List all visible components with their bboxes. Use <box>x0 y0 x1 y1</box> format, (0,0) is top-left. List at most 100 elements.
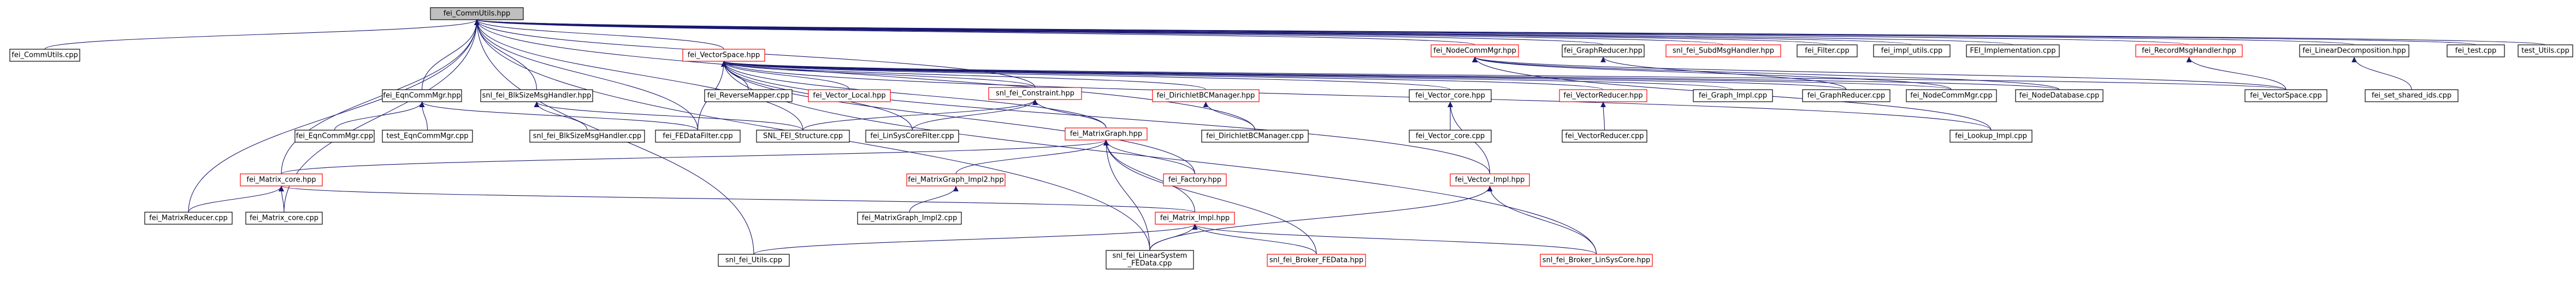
node-matrix_core_cpp[interactable]: fei_Matrix_core.cpp <box>245 212 323 225</box>
node-graphreducer_hpp[interactable]: fei_GraphReducer.hpp <box>1562 44 1645 57</box>
node-snl_submsghandler[interactable]: snl_fei_SubdMsgHandler.hpp <box>1665 44 1781 57</box>
edge-factory_hpp-to-vectorspace_hpp <box>721 61 1196 174</box>
node-eqncommmgr_cpp[interactable]: fei_EqnCommMgr.cpp <box>294 130 375 143</box>
node-label: fei_NodeCommMgr.hpp <box>1433 47 1516 55</box>
node-dirichletbc_hpp[interactable]: fei_DirichletBCManager.hpp <box>1152 89 1260 102</box>
node-label: fei_VectorReducer.hpp <box>1563 92 1643 100</box>
node-matrixgraph_hpp[interactable]: fei_MatrixGraph.hpp <box>1065 127 1148 141</box>
node-box <box>1450 173 1530 186</box>
node-graph_impl[interactable]: fei_Graph_Impl.cpp <box>1693 89 1773 102</box>
node-filter_cpp[interactable]: fei_Filter.cpp <box>1797 44 1858 57</box>
node-lineardecomp[interactable]: fei_LinearDecomposition.hpp <box>2299 44 2409 57</box>
node-recordmsg[interactable]: fei_RecordMsgHandler.hpp <box>2135 44 2243 57</box>
node-label: fei_EqnCommMgr.hpp <box>383 92 460 100</box>
node-reversemapper[interactable]: fei_ReverseMapper.cpp <box>704 89 793 102</box>
node-box <box>382 130 473 143</box>
node-box <box>1201 130 1309 143</box>
node-test_utils[interactable]: test_Utils.cpp <box>2518 44 2573 57</box>
node-label: fei_LinSysCoreFilter.cpp <box>870 132 954 141</box>
node-constraint_hpp[interactable]: snl_fei_Constraint.hpp <box>988 87 1082 100</box>
node-box <box>2518 44 2573 57</box>
node-box <box>382 89 462 102</box>
edge-matrix_core_cpp-to-matrix_core_hpp <box>279 185 285 213</box>
node-matrix_impl_hpp[interactable]: fei_Matrix_Impl.hpp <box>1155 212 1235 225</box>
edge-dirichletbc_hpp-to-vectorspace_hpp <box>721 61 1207 90</box>
node-graphreducer_cpp[interactable]: fei_GraphReducer.cpp <box>1802 89 1890 102</box>
edge-matrix_core_hpp-to-root <box>281 19 480 174</box>
edge-recordmsg-to-root <box>475 19 2190 45</box>
node-fei_impl[interactable]: FEI_Implementation.cpp <box>1966 44 2060 57</box>
node-matrixreducer[interactable]: fei_MatrixReducer.cpp <box>144 212 233 225</box>
node-label: fei_CommUtils.hpp <box>444 10 511 18</box>
node-vectorspace_cpp[interactable]: fei_VectorSpace.cpp <box>2244 89 2327 102</box>
node-box <box>1409 89 1492 102</box>
node-linearsystem[interactable]: snl_fei_LinearSystem_FEData.cpp <box>1106 250 1194 270</box>
node-commutils_cpp[interactable]: fei_CommUtils.cpp <box>9 49 80 62</box>
node-box <box>1562 44 1645 57</box>
node-vector_core_cpp[interactable]: fei_Vector_core.cpp <box>1409 130 1492 143</box>
edge-lineardecomp-to-root <box>475 19 2355 45</box>
node-matrixgraph_impl2_cpp[interactable]: fei_MatrixGraph_Impl2.cpp <box>857 212 962 225</box>
node-nodecommmgr_cpp[interactable]: fei_NodeCommMgr.cpp <box>1906 89 1997 102</box>
node-box <box>2244 89 2327 102</box>
node-label: fei_MatrixReducer.cpp <box>149 214 228 223</box>
node-set_shared_ids[interactable]: fei_set_shared_ids.cpp <box>2365 89 2459 102</box>
edge-matrix_impl_hpp-to-matrix_core_hpp <box>279 185 1196 213</box>
edge-fedatafilter-to-eqncommmgr_hpp <box>419 101 699 131</box>
node-label: fei_Vector_Local.hpp <box>813 92 885 100</box>
node-label: test_EqnCommMgr.cpp <box>387 132 469 141</box>
node-label: SNL_FEI_Structure.cpp <box>763 132 843 141</box>
node-dirichletbc_cpp[interactable]: fei_DirichletBCManager.cpp <box>1201 130 1309 143</box>
node-broker_fedata[interactable]: snl_fei_Broker_FEData.hpp <box>1267 254 1366 267</box>
edge-blkscatter_cpp-to-blkscatter_hpp <box>534 101 588 131</box>
node-impl_utils[interactable]: fei_impl_utils.cpp <box>1873 44 1951 57</box>
node-label: fei_DirichletBCManager.hpp <box>1157 92 1255 100</box>
edge-broker_linsyscore-to-vector_impl_hpp <box>1487 185 1597 255</box>
node-matrix_core_hpp[interactable]: fei_Matrix_core.hpp <box>240 173 323 186</box>
node-box <box>906 173 1006 186</box>
node-nodecommmgr_hpp[interactable]: fei_NodeCommMgr.hpp <box>1431 44 1519 57</box>
node-eqncommmgr_hpp[interactable]: fei_EqnCommMgr.hpp <box>382 89 462 102</box>
node-vector_local[interactable]: fei_Vector_Local.hpp <box>808 89 891 102</box>
node-vectorreducer_hpp[interactable]: fei_VectorReducer.hpp <box>1559 89 1647 102</box>
edge-fei_impl-to-root <box>475 19 2013 45</box>
node-box <box>2135 44 2243 57</box>
node-blkscatter_cpp[interactable]: snl_fei_BlkSizeMsgHandler.cpp <box>529 130 645 143</box>
node-matrixgraph_impl2_hpp[interactable]: fei_MatrixGraph_Impl2.hpp <box>906 173 1006 186</box>
node-test_cpp[interactable]: fei_test.cpp <box>2447 44 2505 57</box>
node-lookup_impl[interactable]: fei_Lookup_Impl.cpp <box>1949 130 2033 143</box>
edge-matrixgraph_hpp-to-constraint_hpp <box>1032 99 1107 129</box>
node-label: snl_fei_BlkSizeMsgHandler.hpp <box>482 92 592 100</box>
node-blkscatter_hpp[interactable]: snl_fei_BlkSizeMsgHandler.hpp <box>480 89 593 102</box>
node-label: fei_MatrixGraph_Impl2.cpp <box>862 214 957 223</box>
node-box <box>2299 44 2409 57</box>
node-box <box>988 87 1082 100</box>
node-label: fei_Filter.cpp <box>1805 47 1849 55</box>
node-box <box>756 130 850 143</box>
node-snl_fei_structure[interactable]: SNL_FEI_Structure.cpp <box>756 130 850 143</box>
edge-vector_local-to-vectorspace_hpp <box>721 61 850 90</box>
node-vectorspace_hpp[interactable]: fei_VectorSpace.hpp <box>682 49 765 62</box>
edge-vectorspace_cpp-to-recordmsg <box>2186 56 2287 90</box>
node-box <box>1949 130 2033 143</box>
edge-vectorreducer_hpp-to-vectorspace_hpp <box>721 61 1604 90</box>
node-snl_utils[interactable]: snl_fei_Utils.cpp <box>718 254 790 267</box>
node-nodedatabase[interactable]: fei_NodeDatabase.cpp <box>2015 89 2104 102</box>
edge-constraint_hpp-to-vectorspace_hpp <box>721 61 1036 88</box>
node-linsyscorefilter[interactable]: fei_LinSysCoreFilter.cpp <box>865 130 959 143</box>
node-vector_impl_hpp[interactable]: fei_Vector_Impl.hpp <box>1450 173 1530 186</box>
node-vector_core_hpp[interactable]: fei_Vector_core.hpp <box>1409 89 1492 102</box>
node-root[interactable]: fei_CommUtils.hpp <box>430 7 524 20</box>
node-label: snl_fei_BlkSizeMsgHandler.cpp <box>533 132 642 141</box>
node-fedatafilter[interactable]: fei_FEDataFilter.cpp <box>655 130 741 143</box>
node-box <box>1163 173 1227 186</box>
node-factory_hpp[interactable]: fei_Factory.hpp <box>1163 173 1227 186</box>
node-test_eqncommmgr[interactable]: test_EqnCommMgr.cpp <box>382 130 473 143</box>
edge-matrixgraph_impl2_hpp-to-matrixgraph_hpp <box>955 139 1109 174</box>
node-label: test_Utils.cpp <box>2521 47 2569 55</box>
edge-lookup_impl-to-vectorspace_hpp <box>721 61 1992 131</box>
nodes-layer: fei_CommUtils.hpp fei_CommUtils.cpp fei_Ve… <box>9 7 2573 270</box>
node-broker_linsyscore[interactable]: snl_fei_Broker_LinSysCore.hpp <box>1540 254 1653 267</box>
node-vectorreducer_cpp[interactable]: fei_VectorReducer.cpp <box>1562 130 1647 143</box>
edge-graph_impl-to-vectorspace_hpp <box>721 61 1734 90</box>
